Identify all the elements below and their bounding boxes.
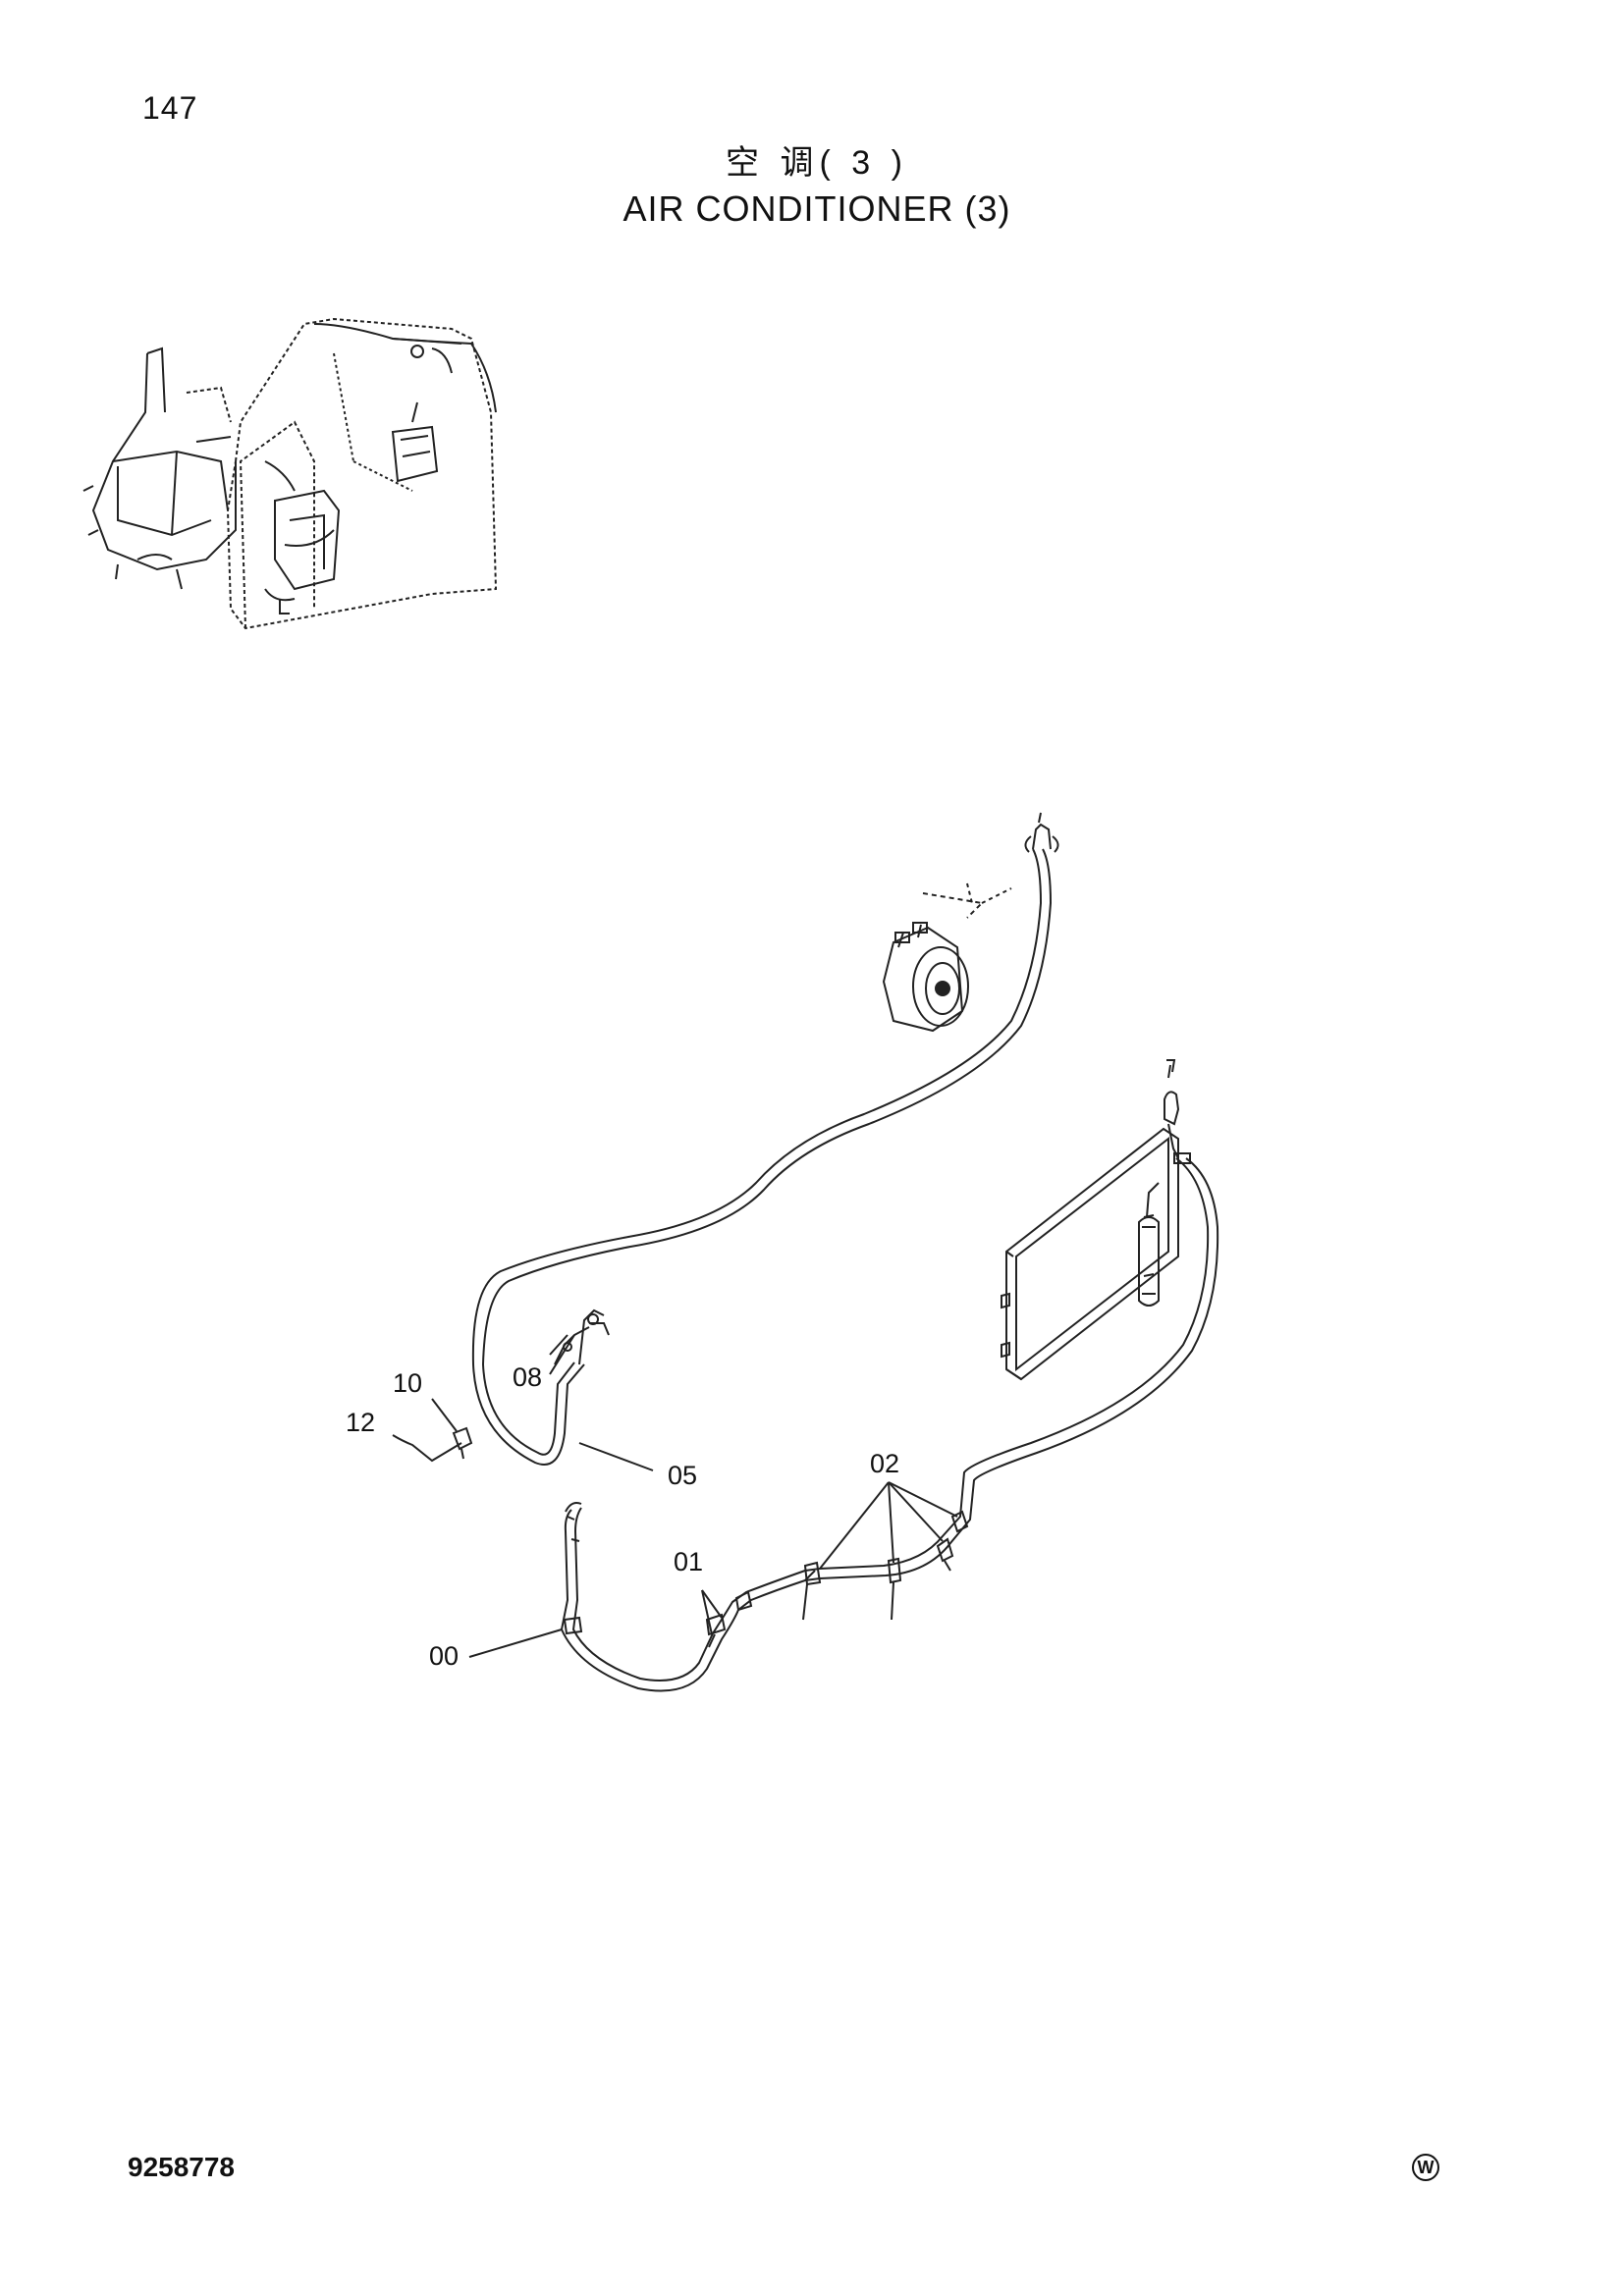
w-mark-icon: W	[1412, 2154, 1439, 2181]
callout-10: 10	[393, 1368, 422, 1398]
discharge-hose	[471, 812, 1059, 1466]
fitting-clamp	[452, 1426, 473, 1460]
suction-hose	[560, 1502, 969, 1692]
page-number: 147	[142, 90, 198, 126]
leader-lines	[392, 1334, 958, 1658]
cab-overview-illustration	[82, 317, 498, 630]
callout-05: 05	[668, 1461, 697, 1490]
callout-08: 08	[513, 1362, 542, 1392]
compressor	[882, 882, 1012, 1033]
liquid-hose	[804, 1059, 1219, 1581]
callout-01: 01	[674, 1547, 703, 1576]
title-english: AIR CONDITIONER (3)	[623, 188, 1011, 229]
document-number: 9258778	[128, 2152, 236, 2182]
callout-12: 12	[346, 1408, 375, 1437]
title-chinese: 空 调( 3 )	[726, 144, 908, 182]
condenser	[1001, 1127, 1179, 1381]
callout-00: 00	[429, 1641, 459, 1671]
callout-02: 02	[870, 1449, 899, 1478]
